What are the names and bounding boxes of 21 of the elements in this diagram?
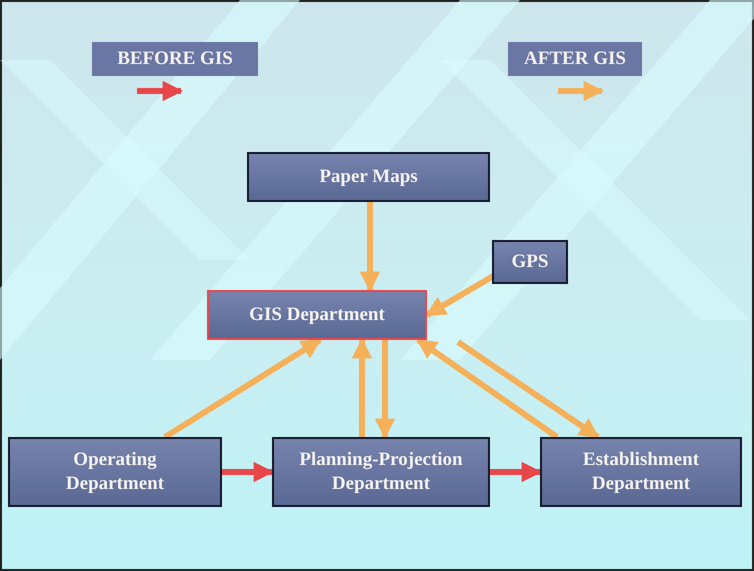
arrow xyxy=(490,462,542,482)
process-box xyxy=(8,437,222,507)
box-label: Operating Department xyxy=(64,448,166,496)
arrow xyxy=(456,340,600,440)
process-box xyxy=(540,437,742,507)
arrow xyxy=(222,462,274,482)
legend-label: AFTER GIS xyxy=(508,42,642,76)
process-box xyxy=(247,152,490,202)
arrow xyxy=(360,202,380,292)
box-label: Planning-Projection Department xyxy=(298,448,464,496)
box-label: GPS xyxy=(510,250,550,274)
legend-label: BEFORE GIS xyxy=(92,42,258,76)
process-box xyxy=(272,437,490,507)
arrow xyxy=(352,338,372,437)
box-label: GIS Department xyxy=(248,303,386,327)
box-label: Paper Maps xyxy=(318,165,419,189)
arrow xyxy=(374,340,396,440)
process-box xyxy=(492,240,568,284)
process-box xyxy=(207,290,427,340)
arrow xyxy=(416,338,559,440)
box-label: Establishment Department xyxy=(582,448,700,496)
